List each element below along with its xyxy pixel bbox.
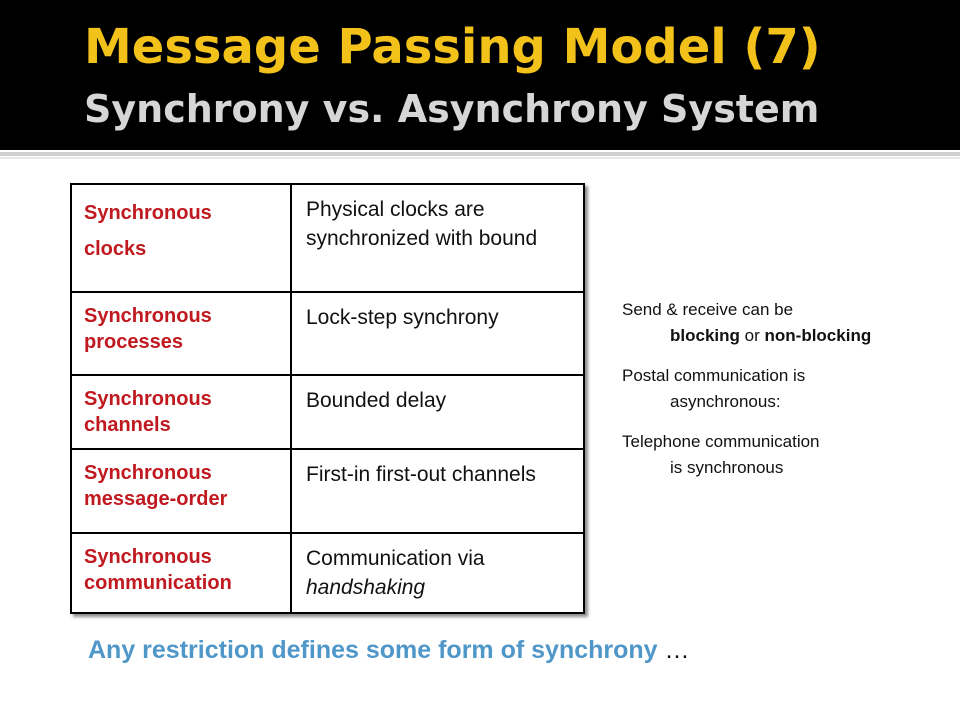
definition-cell: Communication via handshaking	[290, 532, 585, 614]
term-text-line1: Synchronous	[84, 202, 212, 224]
definition-cell: First-in first-out channels	[290, 448, 585, 534]
term-cell: Synchronous communication	[70, 532, 292, 614]
footer-statement: Any restriction defines some form of syn…	[88, 632, 690, 668]
title-divider-secondary	[0, 157, 960, 159]
term-cell: Synchronous message-order	[70, 448, 292, 534]
definition-prefix: Communication via	[306, 547, 485, 570]
term-text-line2: communication	[84, 572, 232, 594]
or-word: or	[744, 326, 760, 345]
term-text-line1: Synchronous	[84, 388, 212, 410]
footer-ellipsis: …	[664, 636, 690, 664]
note-telephone-line1: Telephone communication	[622, 432, 820, 451]
definition-text: Physical clocks are synchronized with bo…	[306, 198, 538, 250]
definition-italic: handshaking	[306, 576, 426, 599]
title-bar: Message Passing Model (7) Synchrony vs. …	[0, 0, 960, 150]
definition-text: Lock-step synchrony	[306, 306, 499, 329]
term-text-line1: Synchronous	[84, 305, 212, 327]
note-postal-line1: Postal communication is	[622, 366, 806, 385]
table-row: Synchronous clocks Physical clocks are s…	[70, 183, 585, 293]
definition-cell: Lock-step synchrony	[290, 291, 585, 376]
term-cell: Synchronous clocks	[70, 183, 292, 293]
term-text-line2: message-order	[84, 488, 228, 510]
note-postal: Postal communication is asynchronous:	[622, 363, 942, 415]
note-postal-line2: asynchronous:	[670, 392, 781, 411]
table-row: Synchronous communication Communication …	[70, 532, 585, 614]
note-telephone-line2: is synchronous	[670, 458, 784, 477]
table-row: Synchronous message-order First-in first…	[70, 448, 585, 534]
term-cell: Synchronous channels	[70, 374, 292, 450]
definition-text: Bounded delay	[306, 389, 447, 412]
title-divider	[0, 152, 960, 156]
table-row: Synchronous processes Lock-step synchron…	[70, 291, 585, 376]
table-row: Synchronous channels Bounded delay	[70, 374, 585, 450]
footer-text: Any restriction defines some form of syn…	[88, 636, 658, 664]
non-blocking-term: non-blocking	[764, 326, 872, 345]
term-text-line2: clocks	[84, 238, 147, 260]
definition-cell: Physical clocks are synchronized with bo…	[290, 183, 585, 293]
blocking-term: blocking	[670, 326, 740, 345]
term-text-line1: Synchronous	[84, 546, 212, 568]
slide-title: Message Passing Model (7)	[84, 19, 821, 75]
side-notes: Send & receive can be blocking or non-bl…	[622, 297, 942, 495]
note-send-receive: Send & receive can be blocking or non-bl…	[622, 297, 942, 349]
slide-subtitle: Synchrony vs. Asynchrony System	[84, 87, 820, 131]
definition-cell: Bounded delay	[290, 374, 585, 450]
term-text-line2: processes	[84, 331, 183, 353]
definition-text: First-in first-out channels	[306, 463, 536, 486]
note-send-receive-line1: Send & receive can be	[622, 300, 794, 319]
synchrony-table: Synchronous clocks Physical clocks are s…	[70, 183, 585, 614]
term-text-line2: channels	[84, 414, 171, 436]
note-telephone: Telephone communication is synchronous	[622, 429, 942, 481]
term-text-line1: Synchronous	[84, 462, 212, 484]
note-send-receive-line2: blocking or non-blocking	[622, 323, 942, 349]
term-cell: Synchronous processes	[70, 291, 292, 376]
